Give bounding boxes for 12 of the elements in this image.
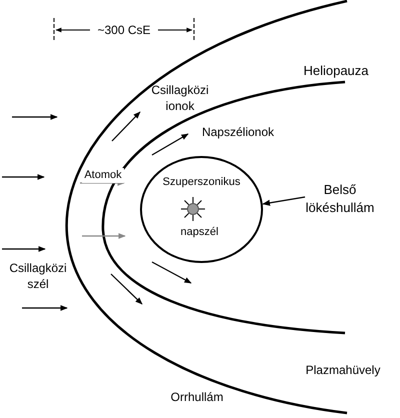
wind-label: Csillagközi szél xyxy=(8,260,68,292)
boundary-label: Orrhullám xyxy=(170,389,224,406)
shock-label: Belső lökéshullám xyxy=(298,181,382,216)
region-label: Napszélionok xyxy=(200,124,276,140)
region-label: Plazmahüvely xyxy=(304,362,382,378)
boundary-label: Heliopauza xyxy=(302,62,370,80)
particle-label: Atomok xyxy=(82,168,124,183)
leader-line xyxy=(262,196,306,206)
region-label: napszél xyxy=(180,226,220,238)
region-label: Szuperszonikus xyxy=(162,176,242,188)
termination-shock-oval xyxy=(140,156,263,263)
region-label: Csillagközi ionok xyxy=(150,82,210,114)
